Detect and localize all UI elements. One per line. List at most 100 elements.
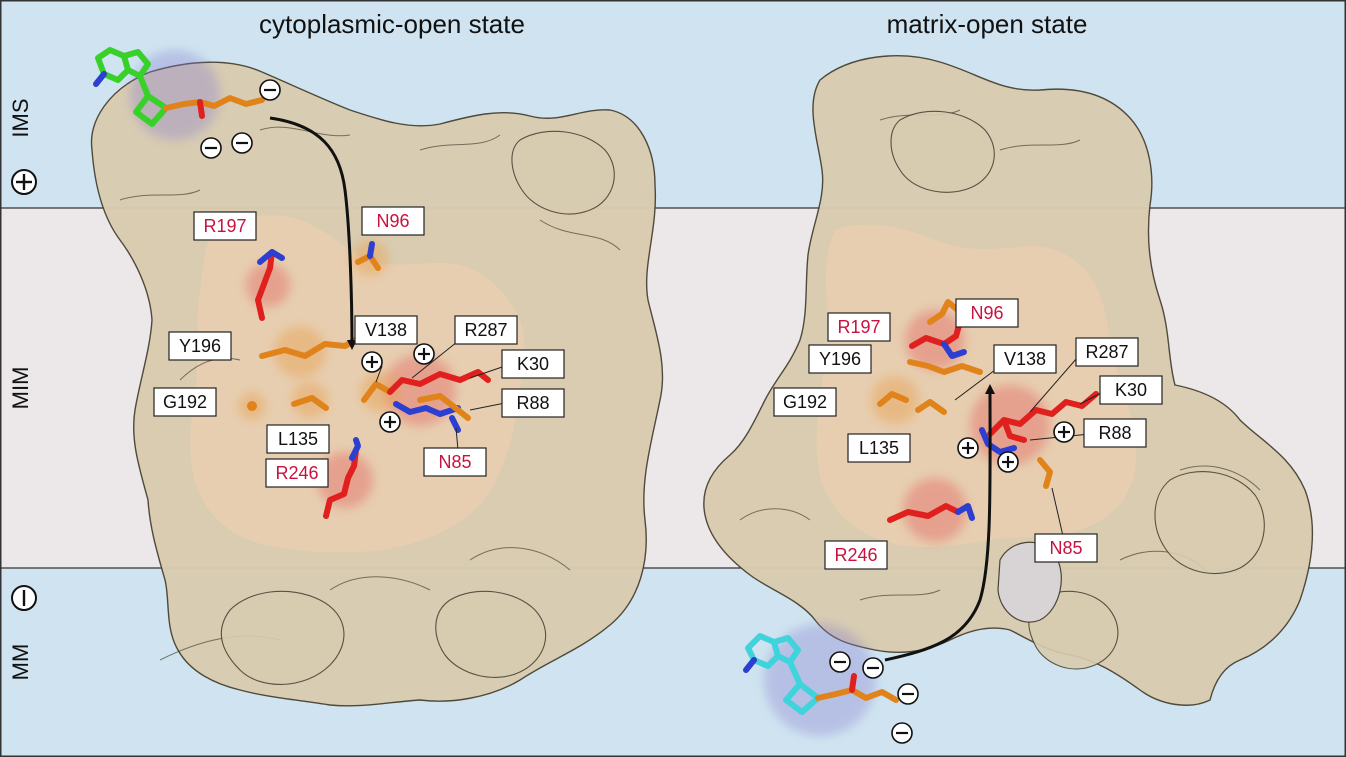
leader-lines-left (375, 341, 506, 451)
residue-label-box (454, 315, 518, 345)
residue-label-right-r197: R197 (827, 312, 891, 342)
residue-label-text: K30 (1115, 380, 1147, 400)
residue-label-box (501, 349, 565, 379)
residue-label-text: N96 (970, 303, 1003, 323)
residue-label-left-k30: K30 (501, 349, 565, 379)
translocation-arrow-left (269, 116, 357, 350)
atp-ligand-green (93, 47, 265, 140)
residue-label-box (827, 312, 891, 342)
positive-charge-icon (361, 351, 383, 373)
left-sticks (93, 47, 491, 519)
residue-label-right-n96: N96 (955, 298, 1019, 328)
stick-left-y196 (259, 326, 358, 378)
residue-label-text: R246 (834, 545, 877, 565)
stick-left-l135 (291, 382, 329, 418)
residue-label-right-r287: R287 (1075, 337, 1139, 367)
band-label-mm: MM (8, 644, 33, 681)
residue-label-box (1075, 337, 1139, 367)
stick-left-r246 (317, 437, 373, 519)
residue-label-box (1083, 418, 1147, 448)
residue-label-box (193, 211, 257, 241)
positive-charge-icon (379, 411, 401, 433)
band-label-mim: MIM (8, 367, 33, 410)
residue-label-text: R197 (837, 317, 880, 337)
negative-charge-icon (891, 722, 913, 744)
residue-label-box (265, 458, 329, 488)
residue-label-left-r287: R287 (454, 315, 518, 345)
stick-right-r197-n96 (905, 299, 983, 375)
residue-label-box (1034, 533, 1098, 563)
negative-charge-icon (897, 683, 919, 705)
atp-ligand-cyan (743, 624, 899, 736)
residue-label-text: K30 (517, 354, 549, 374)
residue-label-box (955, 298, 1019, 328)
residue-label-box (1099, 375, 1163, 405)
negative-charge-icon (200, 137, 222, 159)
stick-right-r246 (887, 478, 975, 542)
residue-label-text: R287 (1085, 342, 1128, 362)
residue-label-text: L135 (859, 438, 899, 458)
residue-label-box (501, 388, 565, 418)
residue-label-text: V138 (1004, 349, 1046, 369)
residue-label-box (153, 387, 217, 417)
residue-label-text: R88 (516, 393, 549, 413)
residue-label-right-r246: R246 (824, 540, 888, 570)
positive-charge-icon (413, 343, 435, 365)
residue-label-left-g192: G192 (153, 387, 217, 417)
residue-label-text: R246 (275, 463, 318, 483)
stick-left-n96 (352, 240, 388, 276)
residue-label-left-r197: R197 (193, 211, 257, 241)
residue-label-box (993, 344, 1057, 374)
residue-label-left-y196: Y196 (168, 331, 232, 361)
band-label-ims: IMS (8, 98, 33, 137)
residue-label-box (808, 344, 872, 374)
stick-left-r197 (246, 249, 290, 321)
positive-charge-icon (1053, 421, 1075, 443)
residue-label-box (354, 315, 418, 345)
residue-label-left-v138: V138 (354, 315, 418, 345)
positive-charge-icon (957, 437, 979, 459)
negative-charge-icon (259, 79, 281, 101)
residue-label-text: L135 (278, 429, 318, 449)
positive-potential-icon (11, 169, 37, 195)
residue-label-right-n85: N85 (1034, 533, 1098, 563)
residue-label-text: R197 (203, 216, 246, 236)
residue-label-box (266, 424, 330, 454)
residue-label-right-v138: V138 (993, 344, 1057, 374)
residue-label-right-g192: G192 (773, 387, 837, 417)
title-matrix-open: matrix-open state (887, 9, 1088, 39)
residue-label-text: N85 (438, 452, 471, 472)
residue-label-text: N85 (1049, 538, 1082, 558)
residue-label-box (773, 387, 837, 417)
residue-label-right-k30: K30 (1099, 375, 1163, 405)
residue-label-box (423, 447, 487, 477)
residue-label-right-y196: Y196 (808, 344, 872, 374)
residue-label-box (361, 206, 425, 236)
negative-potential-icon (11, 585, 37, 611)
stick-left-g192 (238, 392, 266, 420)
negative-charge-icon (862, 657, 884, 679)
residue-label-text: G192 (163, 392, 207, 412)
stick-right-y196-g192-l135 (871, 376, 947, 424)
residue-label-left-l135: L135 (266, 424, 330, 454)
residue-label-text: N96 (376, 211, 409, 231)
residue-label-text: Y196 (179, 336, 221, 356)
residue-label-text: R88 (1098, 423, 1131, 443)
positive-charge-icon (997, 451, 1019, 473)
negative-charge-icon (231, 132, 253, 154)
title-cytoplasmic-open: cytoplasmic-open state (259, 9, 525, 39)
residue-label-text: V138 (365, 320, 407, 340)
residue-label-box (847, 433, 911, 463)
residue-label-left-r246: R246 (265, 458, 329, 488)
residue-label-right-l135: L135 (847, 433, 911, 463)
residue-label-text: R287 (464, 320, 507, 340)
residue-label-box (168, 331, 232, 361)
residue-label-text: G192 (783, 392, 827, 412)
residue-label-text: Y196 (819, 349, 861, 369)
stick-left-binding-cluster (360, 354, 491, 433)
